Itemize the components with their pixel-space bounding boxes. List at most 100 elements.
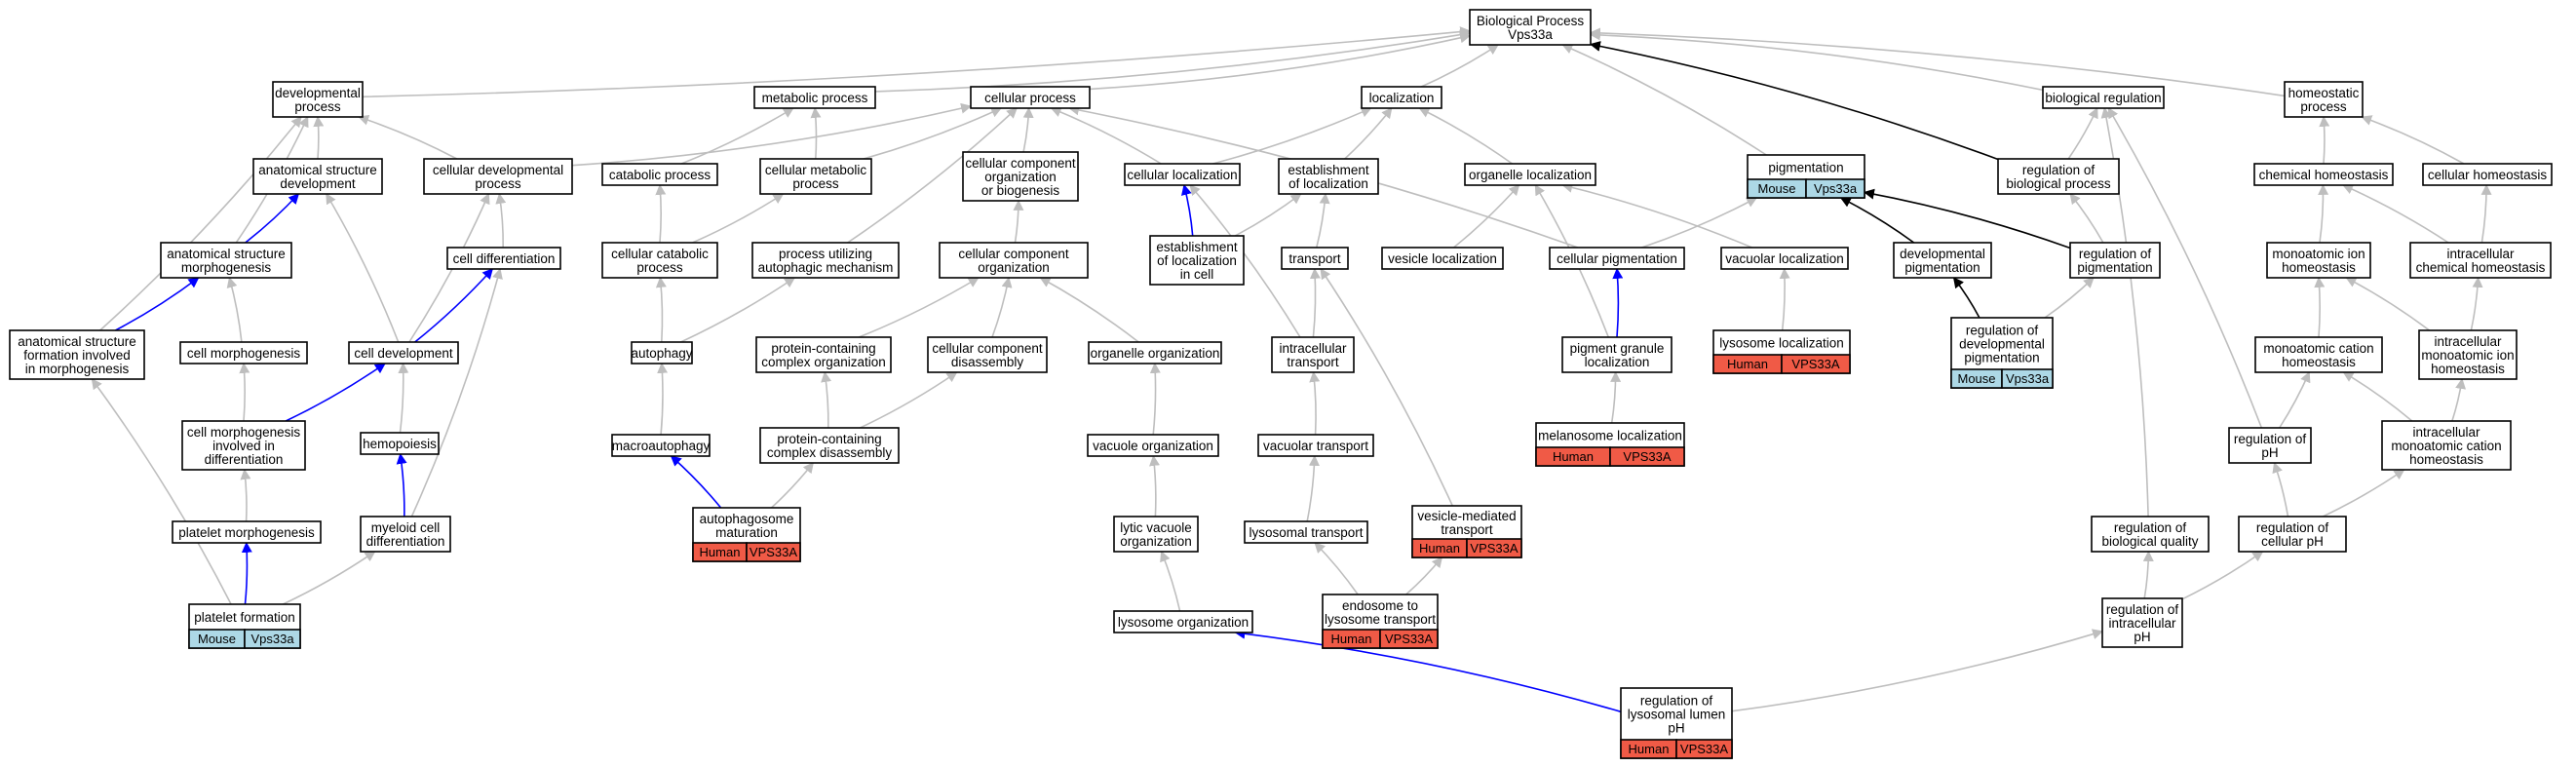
node-box — [2422, 163, 2553, 186]
node-box — [1361, 86, 1442, 109]
node-vactrans[interactable]: vacuolar transport — [1257, 434, 1374, 457]
node-orgloc[interactable]: organelle localization — [1464, 163, 1596, 186]
node-box — [2069, 242, 2161, 279]
node-hemopo[interactable]: hemopoiesis — [360, 432, 440, 455]
node-cellloc[interactable]: cellular localization — [1124, 163, 1241, 186]
edge-vactrans-to-ictrans — [1309, 370, 1321, 436]
node-regdevpig[interactable]: regulation ofdevelopmentalpigmentationMo… — [1950, 317, 2054, 389]
node-loc[interactable]: localization — [1361, 86, 1442, 109]
node-box — [1464, 163, 1596, 186]
node-transport[interactable]: transport — [1281, 247, 1349, 270]
node-box — [753, 86, 876, 109]
node-lystrans[interactable]: lysosomal transport — [1244, 520, 1368, 544]
node-cellpig[interactable]: cellular pigmentation — [1549, 247, 1685, 270]
node-label-line: cell morphogenesis — [187, 425, 301, 440]
node-label-line: process — [294, 99, 341, 114]
node-macroaut[interactable]: macroautophagy — [611, 434, 711, 457]
node-label-line: in cell — [1180, 267, 1214, 282]
edge-cmid-to-celldev — [285, 363, 386, 422]
node-platmorph[interactable]: platelet morphogenesis — [172, 520, 322, 544]
node-box — [751, 242, 900, 279]
node-label-line: morphogenesis — [181, 260, 272, 275]
edge-cmp-to-cellproc — [863, 107, 1003, 160]
node-celldiff[interactable]: cell differentiation — [446, 247, 561, 270]
edge-loc-to-bp — [1420, 44, 1499, 88]
node-bioreg[interactable]: biological regulation — [2042, 86, 2165, 109]
edge-autmat-to-pccd — [770, 462, 814, 509]
edge-autmat-to-macroaut — [670, 455, 722, 509]
node-vesloc[interactable]: vesicle localization — [1381, 247, 1504, 270]
edge-regpig-to-regbp — [2069, 193, 2104, 244]
edge-platmorph-to-cmid — [240, 468, 251, 522]
node-label-line: catabolic process — [609, 168, 711, 182]
node-celldev[interactable]: cell development — [348, 341, 459, 364]
node-vacloc[interactable]: vacuolar localization — [1720, 247, 1849, 270]
node-vacorg[interactable]: vacuole organization — [1087, 434, 1219, 457]
edge-lysloc-to-vacloc — [1779, 267, 1790, 331]
node-cellho[interactable]: cellular homeostasis — [2422, 163, 2553, 186]
gene-tag — [1675, 739, 1733, 759]
edge-cdp-to-cellproc — [571, 102, 973, 167]
gene-label: VPS33A — [1470, 541, 1518, 556]
node-box — [348, 341, 459, 364]
node-lysorg[interactable]: lysosome organization — [1113, 610, 1253, 633]
node-catab[interactable]: catabolic process — [601, 163, 718, 186]
node-cellmorph[interactable]: cell morphogenesis — [179, 341, 308, 364]
node-metproc[interactable]: metabolic process — [753, 86, 876, 109]
species-label: Mouse — [1957, 371, 1995, 386]
node-cellproc[interactable]: cellular process — [970, 86, 1091, 109]
node-autoph[interactable]: autophagy — [631, 341, 693, 364]
node-orgorg[interactable]: organelle organization — [1088, 341, 1222, 364]
edge-autoph-to-ccp — [655, 276, 667, 343]
node-chemho[interactable]: chemical homeostasis — [2253, 163, 2394, 186]
node-box — [1124, 163, 1241, 186]
edge-melloc-to-pgl — [1610, 370, 1622, 424]
edge-devproc-to-bp — [362, 26, 1472, 98]
edge-celldev-to-asd — [326, 193, 400, 343]
node-label-line: lysosome organization — [1118, 615, 1249, 630]
node-label-line: developmental — [275, 86, 361, 100]
